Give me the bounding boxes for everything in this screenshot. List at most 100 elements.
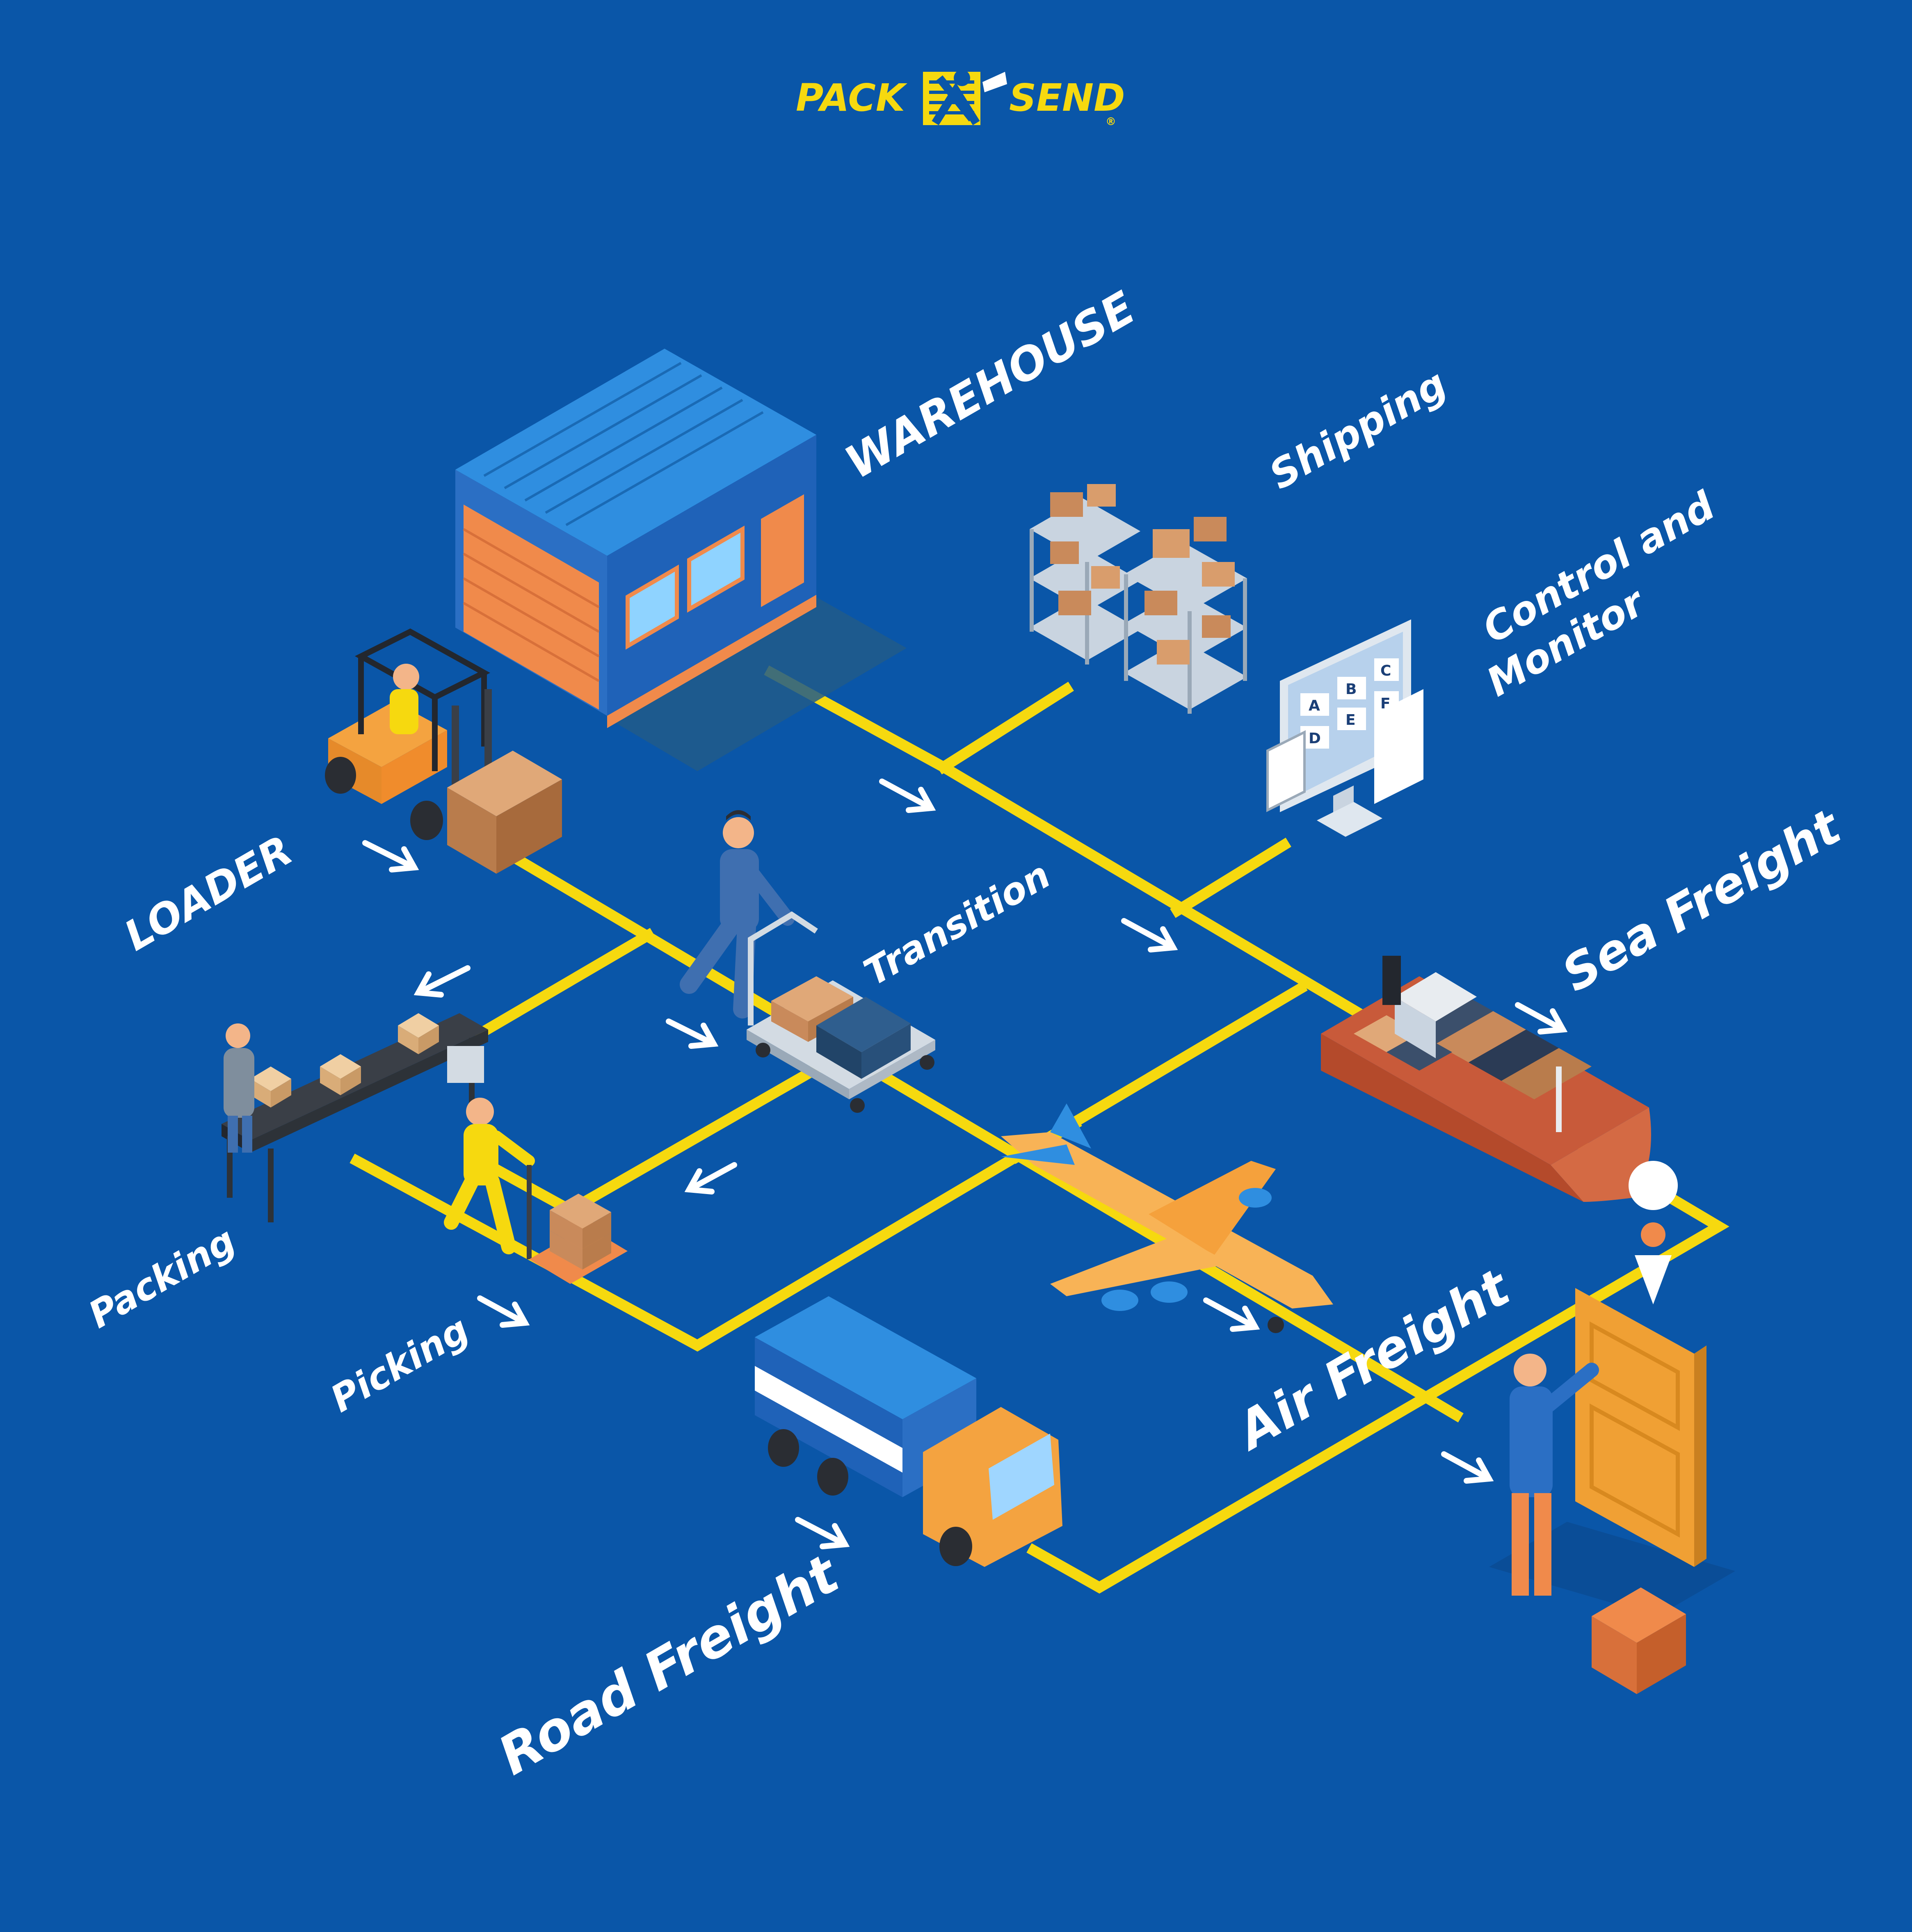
warehouse-window: [626, 564, 679, 650]
arrow-icon: [666, 1019, 719, 1049]
ship-hull-side: [1321, 1034, 1583, 1202]
label-packing: Packing: [82, 1219, 243, 1337]
shutter-slats: [463, 528, 600, 682]
arrow-icon: [1203, 1297, 1260, 1332]
picking-worker: [444, 1098, 535, 1254]
logo-mark-icon: [923, 70, 1007, 126]
ship-funnel: [1382, 956, 1401, 1005]
label-transition: Transition: [857, 854, 1058, 994]
monitor-cell-label: E: [1345, 712, 1356, 728]
trolley-handle: [748, 911, 818, 1025]
monitor-cell-label: C: [1380, 662, 1391, 679]
arrow-icon: [362, 840, 419, 872]
path-warehouse-to-sea: [764, 665, 1729, 1594]
arrow-icon: [879, 779, 936, 813]
arrow-icon: [1121, 918, 1178, 952]
conveyor-belt: [222, 1013, 488, 1222]
truck-trailer-stripe: [755, 1366, 902, 1473]
forklift: [325, 628, 562, 874]
path-shipping-branch: [936, 682, 1074, 774]
direction-arrows: [362, 779, 1568, 1549]
monitor-base: [1317, 802, 1382, 837]
trolley-wheel: [756, 1043, 770, 1057]
trolley: [747, 911, 935, 1113]
label-road-freight: Road Freight: [488, 1542, 851, 1787]
monitor-checklist: [1374, 689, 1423, 804]
delivery-crate: [1592, 1587, 1686, 1694]
path-picking-loop: [481, 1059, 828, 1216]
plane-tail: [1050, 1103, 1091, 1149]
cargo-ship: [1321, 956, 1651, 1202]
logo-trademark: ®: [1106, 116, 1116, 128]
plane-engine: [1101, 1290, 1138, 1311]
warehouse-door: [761, 494, 804, 607]
transition-worker: [680, 810, 795, 1019]
rack: [1124, 517, 1247, 714]
label-loader: LOADER: [117, 826, 301, 960]
arrow-icon: [413, 965, 471, 998]
shipping-racks: [1030, 484, 1247, 714]
warehouse-shutter: [464, 505, 599, 710]
monitor-cell-label: B: [1345, 681, 1357, 698]
arrow-icon: [1515, 1002, 1568, 1035]
warehouse-shadow: [607, 595, 907, 771]
label-picking: Picking: [324, 1308, 476, 1421]
monitor-cell-label: A: [1309, 697, 1320, 714]
forklift-cage: [354, 628, 491, 701]
truck-wheel: [768, 1429, 799, 1467]
plane-tailplane: [1001, 1144, 1075, 1165]
truck-trailer-top: [755, 1296, 976, 1419]
warehouse-roof: [455, 349, 816, 556]
monitor-calendar: [1266, 730, 1306, 812]
path-monitor-branch: [1170, 838, 1291, 918]
truck-wheel: [939, 1527, 972, 1566]
rack: [1030, 484, 1140, 665]
truck-trailer-back: [902, 1378, 976, 1497]
control-monitor: A B C D E F: [1266, 619, 1423, 837]
logo-word-send: SEND: [1009, 76, 1125, 120]
path-transition-spine: [514, 854, 1464, 1423]
arrow-icon: [477, 1295, 530, 1328]
logo-word-pack: PACK: [796, 76, 907, 120]
warehouse-floor-strip: [607, 595, 816, 728]
trolley-boxes: [771, 976, 911, 1079]
forklift-crate: [447, 751, 562, 874]
ship-bow: [1551, 1108, 1651, 1202]
pallet-jack: [527, 1165, 628, 1284]
arrow-icon: [684, 1162, 737, 1194]
plane-wing: [1050, 1235, 1231, 1296]
airplane: [1001, 1103, 1333, 1333]
truck: [755, 1296, 1062, 1567]
forklift-driver-head: [393, 664, 419, 690]
forklift-wheel: [410, 801, 443, 840]
conveyor-control-box: [447, 1046, 484, 1083]
door-frame: [1575, 1288, 1694, 1567]
plane-engine: [1239, 1188, 1272, 1208]
label-shipping: Shipping: [1262, 361, 1455, 498]
forklift-wheel: [325, 757, 356, 794]
conveyor-boxes: [250, 1013, 439, 1108]
worker-head: [723, 817, 754, 848]
delivery-destination: [1489, 1161, 1735, 1694]
customer-figure: [1510, 1354, 1599, 1596]
path-road-loop: [350, 981, 1308, 1352]
packing-worker: [224, 1023, 254, 1153]
plane-wing: [1149, 1161, 1276, 1255]
label-sea-freight: Sea Freight: [1553, 797, 1851, 1003]
truck-windshield: [989, 1434, 1054, 1520]
path-loader-to-conveyor: [473, 928, 656, 1041]
arrow-icon: [795, 1517, 850, 1549]
warehouse-window: [687, 525, 745, 613]
trolley-wheel: [850, 1098, 865, 1113]
brand-logo: PACK SEND ®: [796, 70, 1125, 128]
plane-engine: [1151, 1281, 1188, 1303]
label-warehouse: WAREHOUSE: [836, 281, 1144, 489]
location-pin-icon: [1629, 1161, 1678, 1304]
warehouse-building: [455, 349, 907, 771]
roof-ridges: [483, 362, 764, 526]
truck-wheel: [817, 1458, 848, 1496]
monitor-cell-label: D: [1309, 730, 1321, 747]
trolley-wheel: [920, 1055, 934, 1070]
